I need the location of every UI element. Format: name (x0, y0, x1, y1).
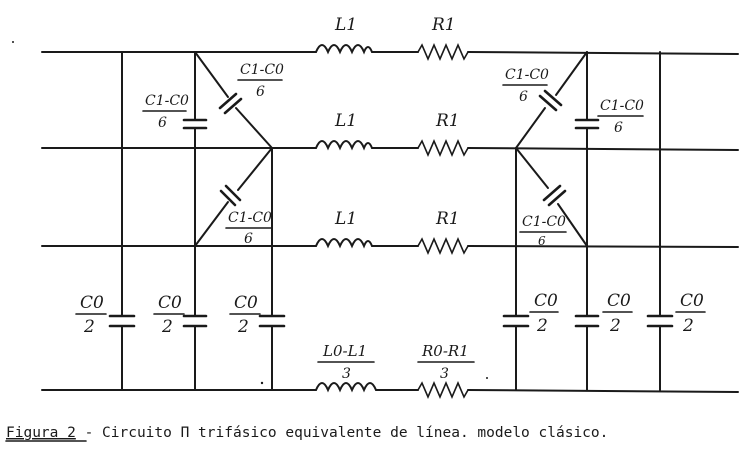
figure-caption-text: - Circuito Π trifásico equivalente de lí… (76, 425, 609, 441)
label-inductor-phase-3: L1 (334, 209, 357, 229)
label-right-vertical-mutual-cap-denominator: 6 (614, 120, 623, 136)
label-right-upper-diagonal-cap-denominator: 6 (519, 89, 528, 105)
inductor-neutral (315, 382, 377, 393)
label-resistor-phase-1: R1 (431, 15, 456, 35)
resistor-phase-3 (417, 236, 469, 256)
label-left-vertical-mutual-cap-denominator: 6 (158, 115, 167, 131)
label-neutral-resistor-denominator: 3 (440, 366, 449, 382)
scan-dot (260, 381, 264, 385)
label-ground-cap-2-numerator: C0 (158, 293, 182, 313)
label-left-upper-diagonal-cap-denominator: 6 (256, 84, 265, 100)
cap-right-diag-12-plate-a (538, 94, 558, 112)
left-diag-23-a (237, 147, 273, 191)
phase-3-right-wire (467, 245, 739, 248)
label-ground-cap-4-numerator: C0 (534, 291, 558, 311)
label-neutral-inductor-numerator: L0-L1 (322, 342, 367, 360)
label-ground-cap-3-numerator: C0 (234, 293, 258, 313)
cap-left-diag-13-plate-a (218, 92, 238, 110)
left-diag-23-b (194, 201, 229, 247)
label-inductor-phase-1: L1 (334, 15, 357, 35)
cap-left-diag-13-plate-b (223, 97, 243, 115)
figure-caption: Figura 2 - Circuito Π trifásico equivale… (6, 425, 608, 441)
label-ground-cap-5-numerator: C0 (607, 291, 631, 311)
phase-2-right-wire (467, 147, 739, 151)
resistor-neutral (417, 380, 469, 400)
label-neutral-resistor-numerator: R0-R1 (421, 342, 469, 360)
cap-right-diag-12-plate-b (543, 89, 563, 107)
label-ground-cap-2-denominator: 2 (161, 317, 173, 337)
scan-dot (12, 41, 14, 43)
neutral-right-wire (467, 389, 739, 393)
cap-right-diag-23-plate-a (542, 184, 562, 202)
label-ground-cap-5-denominator: 2 (609, 316, 621, 336)
label-ground-cap-1-denominator: 2 (83, 317, 95, 337)
label-ground-cap-6-denominator: 2 (682, 316, 694, 336)
resistor-phase-2 (417, 138, 469, 158)
label-resistor-phase-2: R1 (435, 111, 460, 131)
label-right-vertical-mutual-cap-numerator: C1-C0 (600, 98, 644, 114)
left-diag-13-b (235, 107, 273, 149)
left-diag-13-a (194, 51, 229, 98)
right-diag-12-a (555, 51, 588, 96)
label-ground-cap-6-numerator: C0 (680, 291, 704, 311)
label-right-lower-diagonal-cap-denominator: 6 (538, 234, 546, 248)
label-ground-cap-4-denominator: 2 (536, 316, 548, 336)
label-ground-cap-3-denominator: 2 (237, 317, 249, 337)
label-ground-cap-1-numerator: C0 (80, 293, 104, 313)
phase-1-right-wire (467, 51, 739, 55)
label-left-lower-diagonal-cap-numerator: C1-C0 (228, 210, 272, 226)
right-diag-12-b (515, 107, 546, 149)
right-diag-23-b (557, 203, 588, 247)
label-right-lower-diagonal-cap-numerator: C1-C0 (522, 214, 566, 230)
label-left-lower-diagonal-cap-denominator: 6 (244, 231, 253, 247)
label-left-upper-diagonal-cap-numerator: C1-C0 (240, 62, 284, 78)
resistor-phase-1 (417, 42, 469, 62)
figure-caption-prefix: Figura 2 (6, 425, 76, 441)
label-left-vertical-mutual-cap-numerator: C1-C0 (145, 93, 189, 109)
cap-left-diag-23-plate-a (224, 184, 242, 202)
inductor-phase-1 (315, 44, 373, 55)
cap-left-diag-23-plate-b (219, 189, 237, 207)
label-right-upper-diagonal-cap-numerator: C1-C0 (505, 67, 549, 83)
label-neutral-inductor-denominator: 3 (342, 366, 351, 382)
cap-right-diag-23-plate-b (547, 189, 567, 207)
inductor-phase-3 (315, 238, 373, 249)
inductor-phase-2 (315, 140, 373, 151)
right-diag-23-a (515, 147, 549, 189)
label-resistor-phase-3: R1 (435, 209, 460, 229)
scan-dot (486, 377, 488, 379)
label-inductor-phase-2: L1 (334, 111, 357, 131)
